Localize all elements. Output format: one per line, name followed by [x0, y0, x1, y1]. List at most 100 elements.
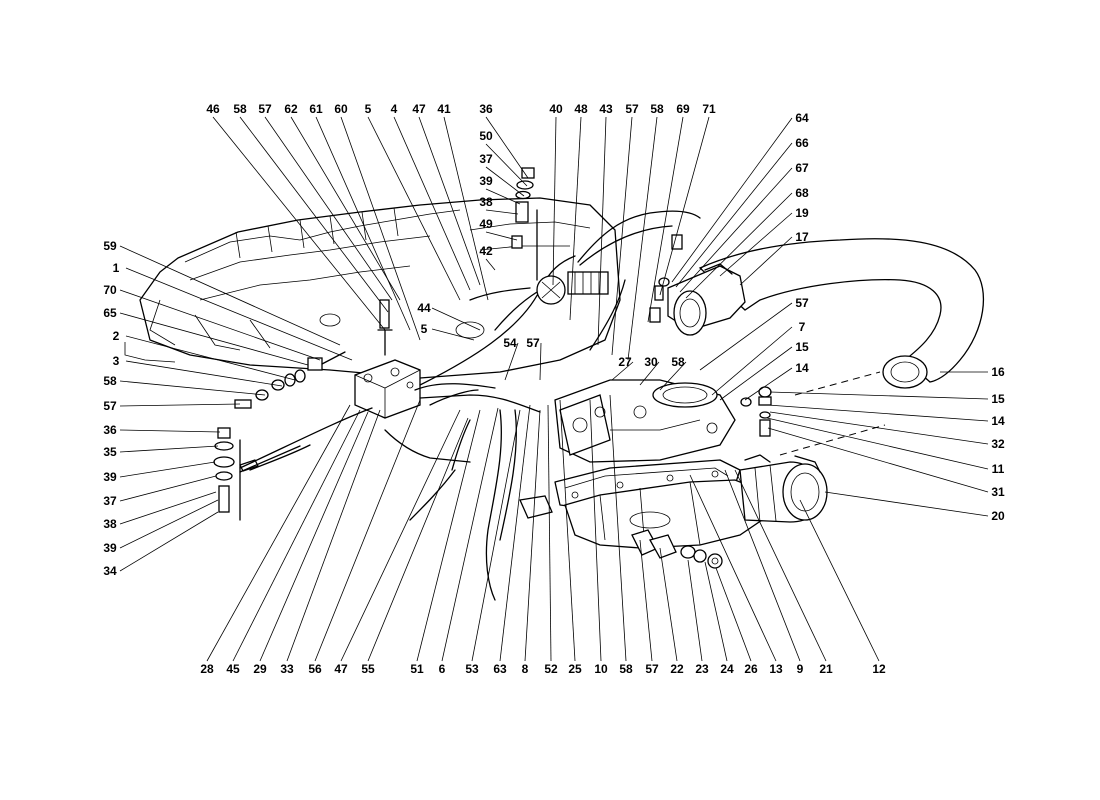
leader-line	[597, 116, 607, 346]
part-callout-number: 58	[103, 374, 117, 388]
leader-line	[431, 328, 475, 341]
leader-line	[719, 346, 793, 401]
part-callout-number: 5	[421, 322, 428, 336]
part-callout-number: 31	[991, 485, 1005, 499]
leader-line	[119, 499, 219, 549]
part-callout-number: 58	[619, 662, 633, 676]
part-callout-number: 35	[103, 445, 117, 459]
leader-line	[119, 511, 219, 572]
leader-line	[767, 404, 989, 422]
part-callout-number: 15	[991, 392, 1005, 406]
part-callout-number: 62	[284, 102, 298, 116]
leader-line	[547, 404, 552, 662]
leader-line	[119, 475, 217, 502]
part-callout-number: 57	[103, 399, 117, 413]
duct-fittings	[649, 234, 683, 323]
part-callout-number: 26	[744, 662, 758, 676]
part-callout-number: 10	[594, 662, 608, 676]
leader-line	[627, 116, 658, 361]
pressure-regulator	[536, 271, 609, 305]
fitting-stack-left	[213, 427, 241, 521]
leader-line	[416, 409, 481, 662]
leader-line	[485, 209, 519, 215]
part-callout-number: 29	[253, 662, 267, 676]
leader-line	[744, 367, 793, 401]
leader-line	[485, 143, 528, 187]
leader-line	[286, 409, 381, 662]
leader-line	[589, 399, 602, 662]
leader-line	[559, 399, 576, 662]
part-callout-number: 57	[258, 102, 272, 116]
leader-line	[443, 116, 489, 301]
leader-line	[485, 116, 529, 179]
part-callout-number: 24	[720, 662, 734, 676]
leader-line	[769, 411, 989, 445]
leader-line	[441, 407, 499, 662]
part-callout-number: 43	[599, 102, 613, 116]
leader-line	[485, 188, 521, 205]
leader-line	[418, 116, 481, 286]
part-callout-number: 16	[991, 365, 1005, 379]
leader-line	[367, 116, 461, 301]
leader-line	[485, 166, 525, 197]
leader-line	[232, 409, 361, 662]
leader-line	[734, 469, 827, 662]
leader-line	[659, 116, 710, 296]
part-callout-number: 52	[544, 662, 558, 676]
leader-line	[393, 116, 471, 291]
part-callout-number: 57	[625, 102, 639, 116]
leader-line	[659, 361, 687, 391]
fuel-lines	[239, 210, 701, 601]
lower-air-duct	[739, 454, 828, 523]
leader-line	[639, 361, 660, 386]
leader-line	[724, 469, 801, 662]
part-callout-number: 71	[702, 102, 716, 116]
leader-line	[799, 499, 880, 662]
leader-line	[125, 267, 353, 361]
leader-line	[431, 307, 481, 331]
part-callout-number: 12	[872, 662, 886, 676]
part-callout-number: 39	[479, 174, 493, 188]
leader-line	[119, 380, 266, 396]
part-callout-number: 55	[361, 662, 375, 676]
leader-line	[119, 429, 221, 433]
part-callout-number: 69	[676, 102, 690, 116]
part-callout-number: 59	[103, 239, 117, 253]
part-callout-number: 23	[695, 662, 709, 676]
leader-line	[125, 360, 283, 387]
leader-line	[471, 409, 521, 662]
leader-line	[524, 409, 541, 662]
part-callout-number: 46	[206, 102, 220, 116]
leader-line	[769, 391, 989, 400]
upper-air-duct	[667, 238, 985, 389]
part-callout-number: 56	[308, 662, 322, 676]
leader-line	[340, 409, 461, 662]
part-callout-number: 53	[465, 662, 479, 676]
leader-line	[119, 289, 321, 361]
part-callout-number: 6	[439, 662, 446, 676]
part-callout-number: 14	[795, 361, 809, 375]
part-callout-number: 21	[819, 662, 833, 676]
part-callout-number: 2	[113, 329, 120, 343]
part-callout-number: 45	[226, 662, 240, 676]
intake-manifold	[519, 479, 763, 549]
part-callout-number: 9	[797, 662, 804, 676]
fitting-row-left	[234, 351, 346, 409]
part-callout-number: 57	[645, 662, 659, 676]
fuel-distributor	[354, 299, 421, 419]
part-callout-number: 67	[795, 161, 809, 175]
leader-line	[611, 116, 633, 356]
leader-line	[609, 394, 627, 662]
leader-line	[766, 417, 989, 470]
part-callout-number: 42	[479, 244, 493, 258]
leader-line	[485, 231, 518, 241]
part-callout-number: 39	[103, 541, 117, 555]
part-callout-number: 5	[365, 102, 372, 116]
part-callout-number: 7	[799, 320, 806, 334]
part-callout-number: 70	[103, 283, 117, 297]
leader-line	[119, 491, 217, 525]
leader-line	[504, 342, 519, 381]
leader-line	[671, 117, 793, 283]
